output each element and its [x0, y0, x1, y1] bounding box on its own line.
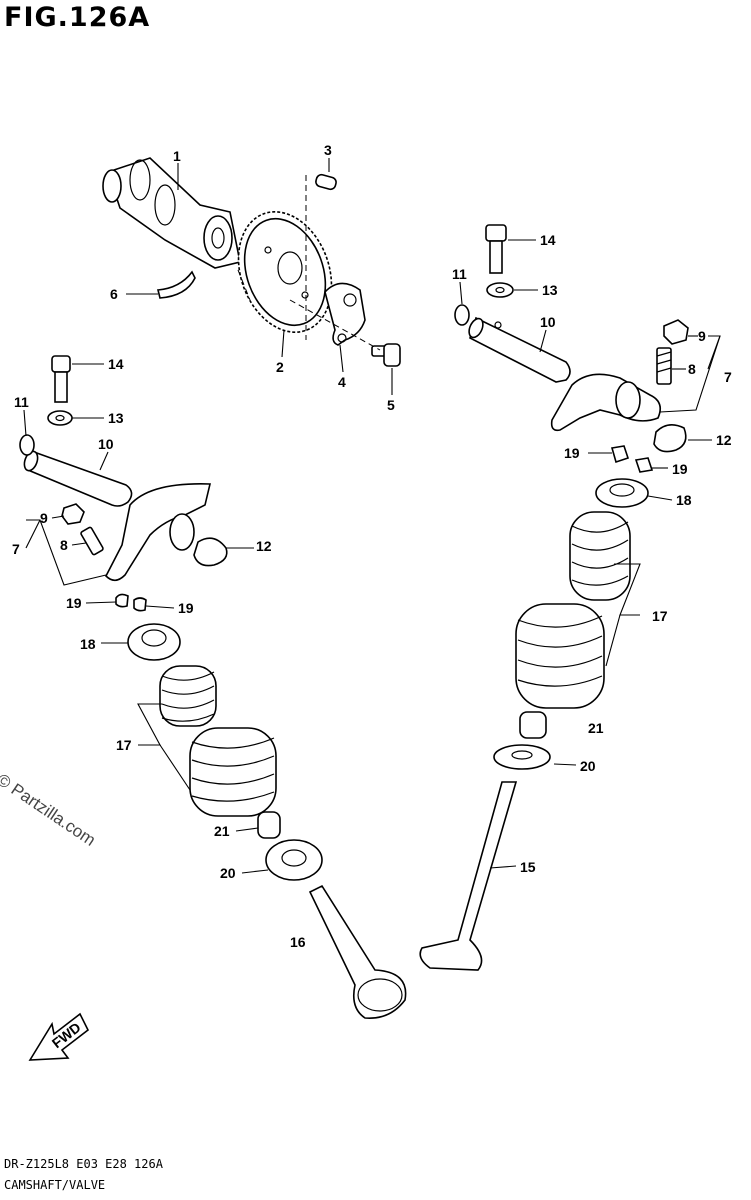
adjust-screw-left[interactable] [80, 526, 104, 556]
washer-right[interactable] [486, 282, 514, 298]
callout-9-left: 9 [40, 510, 48, 526]
callout-10-left: 10 [98, 436, 114, 452]
o-ring-left[interactable] [19, 434, 35, 456]
callout-19-d: 19 [672, 461, 688, 477]
callout-5: 5 [387, 397, 395, 413]
rocker-bolt-left[interactable] [51, 355, 71, 403]
callout-4: 4 [338, 374, 346, 390]
cotters-right[interactable] [610, 445, 654, 473]
callout-8-right: 8 [688, 361, 696, 377]
washer-left[interactable] [47, 410, 73, 426]
callout-17-left: 17 [116, 737, 132, 753]
valve-stem-seal-left[interactable] [257, 811, 281, 839]
lock-nut-left[interactable] [61, 503, 85, 525]
callout-12-right: 12 [716, 432, 732, 448]
rocker-arm-right[interactable] [550, 373, 661, 432]
callout-6: 6 [110, 286, 118, 302]
callout-19-b: 19 [178, 600, 194, 616]
valve-stem-seal-right[interactable] [519, 711, 547, 739]
callout-13-left: 13 [108, 410, 124, 426]
rocker-shaft-left[interactable] [22, 450, 133, 507]
callout-11-left: 11 [14, 394, 29, 410]
valve-spring-inner-right[interactable] [569, 511, 631, 601]
dowel-pin[interactable] [315, 173, 337, 191]
callout-1: 1 [173, 148, 181, 164]
callout-18-left: 18 [80, 636, 96, 652]
callout-21-left: 21 [214, 823, 230, 839]
valve-spring-outer-right[interactable] [515, 603, 605, 709]
callout-18-right: 18 [676, 492, 692, 508]
lock-nut-right[interactable] [663, 319, 689, 345]
spring-retainer-right[interactable] [595, 478, 649, 508]
intake-valve[interactable] [308, 884, 407, 1019]
footer-model-code: DR-Z125L8 E03 E28 126A [4, 1157, 163, 1171]
callout-12-left: 12 [256, 538, 272, 554]
cotters-left[interactable] [115, 593, 147, 612]
callout-11-right: 11 [452, 266, 467, 282]
spring-retainer-left[interactable] [127, 623, 181, 661]
callout-7-right: 7 [724, 369, 732, 385]
stopper-spring[interactable] [156, 270, 196, 299]
camshaft[interactable] [102, 157, 241, 269]
callout-14-right: 14 [540, 232, 556, 248]
callout-16: 16 [290, 934, 306, 950]
decomp-plate[interactable] [324, 282, 366, 346]
callout-17-right: 17 [652, 608, 668, 624]
cam-sprocket[interactable] [222, 199, 347, 346]
o-ring-right[interactable] [454, 304, 470, 326]
fwd-arrow: FWD [28, 1012, 90, 1061]
spring-clip-right[interactable] [653, 424, 687, 453]
spring-clip-left[interactable] [193, 537, 228, 567]
callout-7-left: 7 [12, 541, 20, 557]
callout-13-right: 13 [542, 282, 558, 298]
callout-2: 2 [276, 359, 284, 375]
callout-14-left: 14 [108, 356, 124, 372]
callout-20-left: 20 [220, 865, 236, 881]
callout-3: 3 [324, 142, 332, 158]
callout-8-left: 8 [60, 537, 68, 553]
callout-9-right: 9 [698, 328, 706, 344]
spring-seat-right[interactable] [493, 744, 551, 770]
callout-19-c: 19 [564, 445, 580, 461]
exhaust-valve[interactable] [419, 781, 518, 971]
callout-20-right: 20 [580, 758, 596, 774]
leader-lines [23, 158, 721, 874]
callout-10-right: 10 [540, 314, 556, 330]
callout-15: 15 [520, 859, 536, 875]
sprocket-bolt[interactable] [371, 343, 401, 367]
rocker-shaft-right[interactable] [466, 316, 571, 383]
callout-19-a: 19 [66, 595, 82, 611]
valve-spring-inner-left[interactable] [159, 665, 217, 727]
spring-seat-left[interactable] [265, 839, 323, 881]
figure-title: FIG.126A [4, 2, 151, 33]
valve-spring-outer-left[interactable] [189, 727, 277, 817]
footer-section-name: CAMSHAFT/VALVE [4, 1178, 106, 1192]
callout-21-right: 21 [588, 720, 604, 736]
adjust-screw-right[interactable] [656, 347, 672, 385]
rocker-bolt-right[interactable] [485, 224, 507, 274]
rocker-arm-left[interactable] [105, 483, 212, 582]
